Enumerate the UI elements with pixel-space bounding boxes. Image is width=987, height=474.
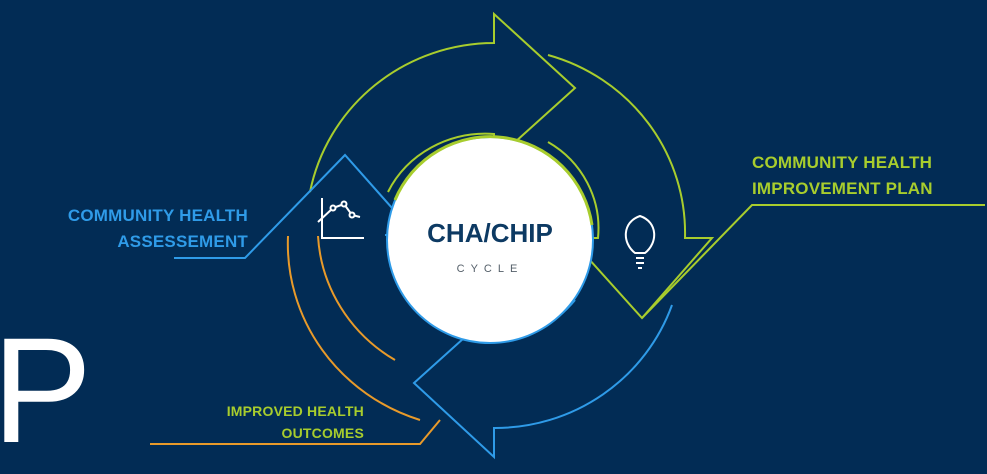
assessment-label-line1: COMMUNITY HEALTH (67, 206, 248, 225)
orange-cycle-arrow-left (286, 235, 421, 421)
outcomes-label: IMPROVED HEALTH OUTCOMES (150, 400, 364, 444)
improvement-plan-label-line1: COMMUNITY HEALTH (752, 153, 933, 172)
background-letter: P (0, 306, 93, 474)
center-circle-green-rim (393, 135, 594, 226)
outcomes-label-line2: OUTCOMES (281, 425, 364, 441)
cha-chip-cycle-diagram: COMMUNITY HEALTH ASSESSEMENT COMMUNITY H… (0, 11, 987, 474)
improvement-plan-label: COMMUNITY HEALTH IMPROVEMENT PLAN (752, 150, 987, 202)
improvement-plan-label-line2: IMPROVEMENT PLAN (752, 179, 933, 198)
plan-connector-line (641, 204, 985, 319)
center-title: CHA/CHIP (427, 218, 553, 248)
lightbulb-icon (624, 214, 656, 269)
line-chart-icon (317, 198, 364, 239)
green-cycle-arrow-right (547, 54, 715, 320)
green-cycle-arrow-top (309, 11, 577, 193)
assessment-label: COMMUNITY HEALTH ASSESSEMENT (0, 203, 248, 255)
center-subtitle: CYCLE (456, 263, 524, 275)
orange-arc-inner (317, 235, 396, 361)
cycle-arrows-graphic (150, 11, 985, 460)
assessment-label-line2: ASSESSEMENT (117, 232, 248, 251)
outcomes-connector-line (150, 419, 441, 445)
outcomes-label-line1: IMPROVED HEALTH (226, 403, 364, 419)
